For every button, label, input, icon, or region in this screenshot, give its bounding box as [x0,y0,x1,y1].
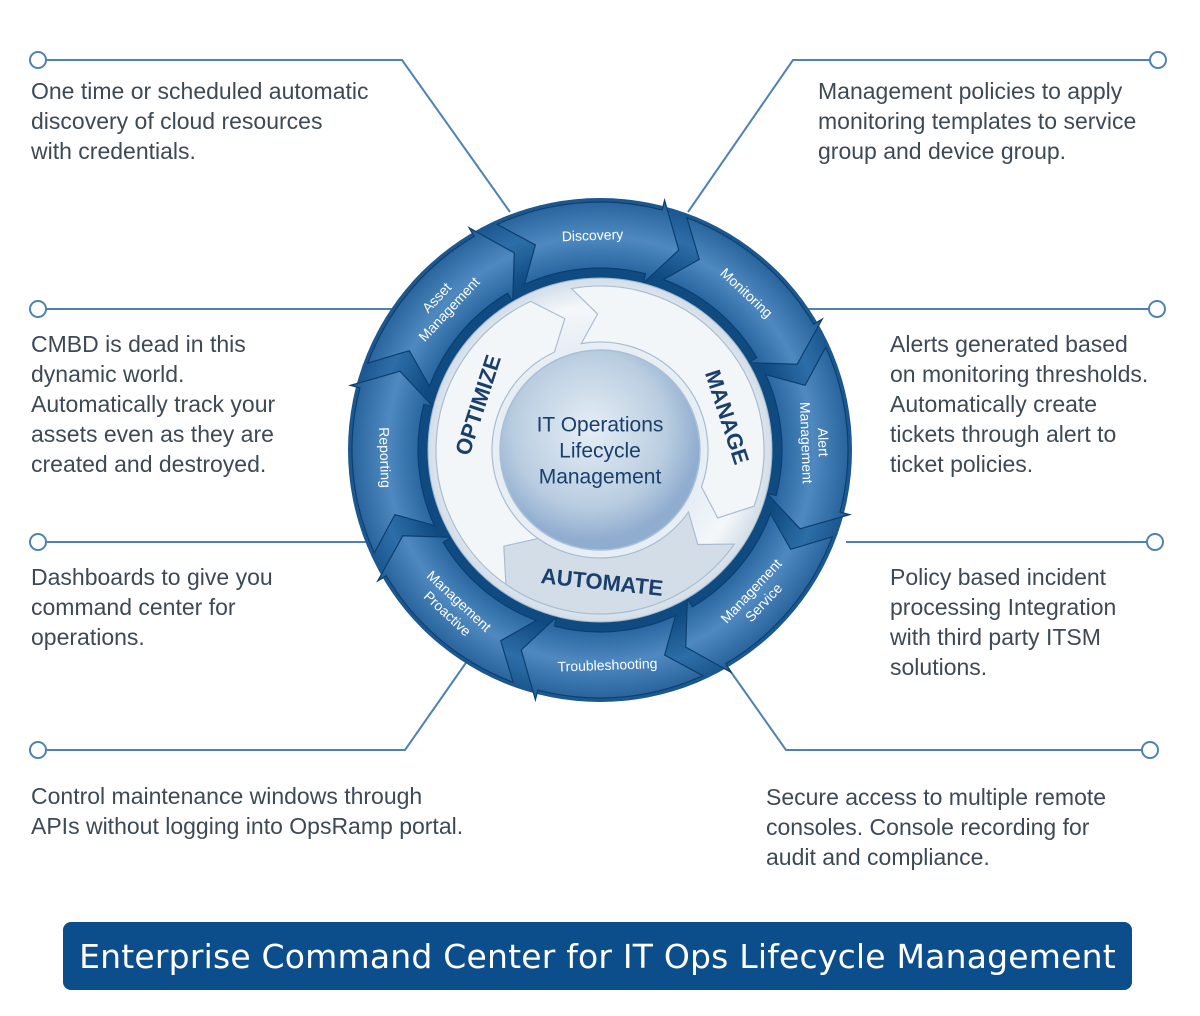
ring-label-2-0: Alert [815,428,832,457]
center-title-line-0: IT Operations [537,414,664,437]
ring-label-2-1: Management [797,402,816,484]
connector-troubleshooting [725,664,1142,751]
description-reporting: Dashboards to give you command center fo… [31,564,273,650]
description-discovery: One time or scheduled automatic discover… [31,78,369,164]
description-troubleshooting: Secure access to multiple remote console… [766,784,1107,870]
endpoint-discovery [29,51,47,69]
ring-segment-3 [685,512,834,674]
ring-segment-1 [662,216,824,365]
description-monitoring: Management policies to apply monitoring … [818,78,1137,164]
inner-arrow-2 [503,510,736,615]
endpoint-monitoring [1149,51,1167,69]
description-alert-management: Alerts generated based on monitoring thr… [890,331,1149,477]
connector-discovery [46,59,511,213]
endpoint-asset-management [29,300,47,318]
center-hub [499,349,701,551]
description-service-management: Policy based incident processing Integra… [890,564,1117,680]
ring-label-4-0: Troubleshooting [557,655,657,674]
endpoint-reporting [29,533,47,551]
endpoint-service-management [1146,533,1164,551]
connector-proactive-management [46,656,471,751]
center-title-line-2: Management [539,466,662,489]
ring-label-0-0: Discovery [562,226,624,244]
ring-label-6-0: Reporting [376,427,394,488]
endpoint-alert-management [1148,300,1166,318]
banner-text: Enterprise Command Center for IT Ops Lif… [79,936,1116,976]
ring-segment-7 [366,226,515,388]
description-asset-management: CMBD is dead in this dynamic world. Auto… [31,331,276,477]
endpoint-troubleshooting [1141,741,1159,759]
inner-arrow-0 [435,300,566,594]
description-proactive-management: Control maintenance windows through APIs… [31,783,464,839]
inner-arrow-1 [570,285,765,519]
endpoint-proactive-management [29,741,47,759]
connector-monitoring [687,59,1150,213]
banner: Enterprise Command Center for IT Ops Lif… [63,922,1132,990]
center-title-line-1: Lifecycle [559,440,641,463]
ring-segment-4 [520,614,705,703]
ring-segment-0 [495,197,680,286]
ring-segment-5 [376,535,538,684]
ring-segment-6 [347,370,436,555]
ring-segment-2 [764,345,853,530]
